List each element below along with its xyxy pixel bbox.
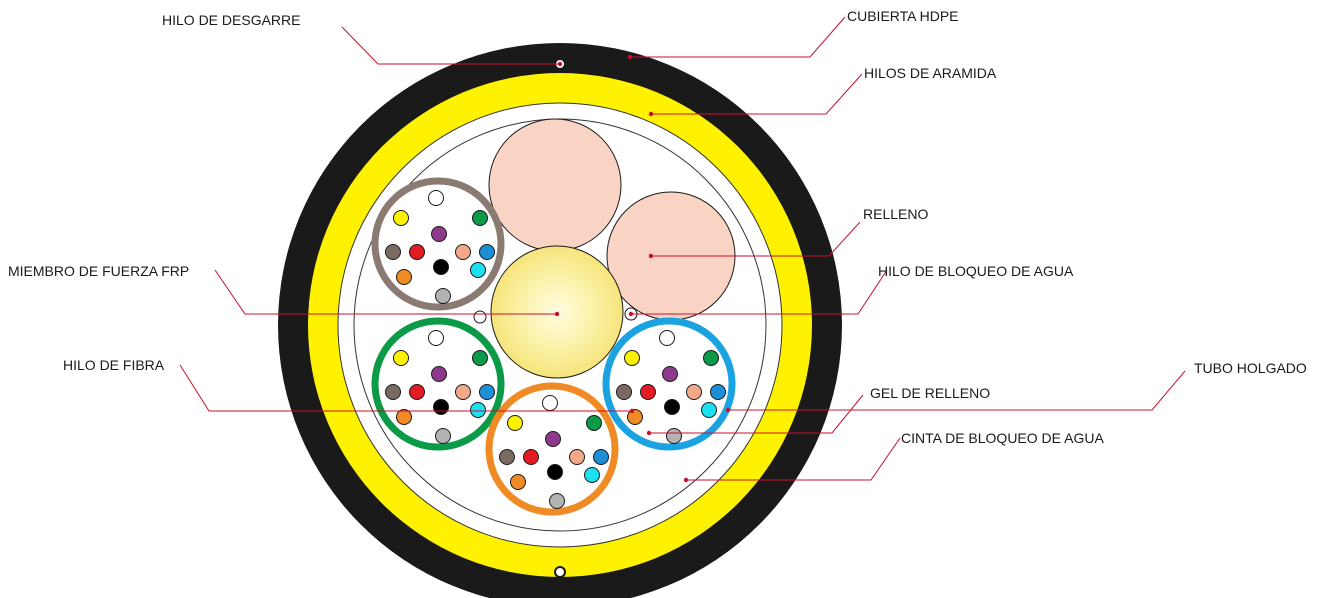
fiber-1 [428, 330, 444, 346]
label-loose-tube: TUBO HOLGADO [1194, 360, 1307, 376]
fiber-9 [547, 464, 563, 480]
dot-loose-tube [725, 407, 731, 413]
fiber-10 [627, 409, 643, 425]
label-rip-cord: HILO DE DESGARRE [162, 12, 300, 28]
leader-water-block-yarn [631, 269, 888, 315]
fiber-12 [435, 288, 451, 304]
fiber-11 [470, 402, 486, 418]
fiber-8 [479, 244, 495, 260]
leader-fiber [179, 364, 632, 412]
fiber-3 [586, 415, 602, 431]
leader-filler [651, 221, 861, 257]
fiber-7 [569, 449, 585, 465]
label-fiber: HILO DE FIBRA [63, 357, 165, 373]
rip-cord-bottom [554, 566, 566, 578]
fiber-3 [472, 350, 488, 366]
fiber-8 [593, 449, 609, 465]
label-hdpe-jacket: CUBIERTA HDPE [847, 8, 959, 24]
fiber-4 [431, 366, 447, 382]
label-water-block-yarn: HILO DE BLOQUEO DE AGUA [878, 263, 1074, 279]
fiber-6 [640, 384, 656, 400]
fiber-2 [624, 350, 640, 366]
fiber-4 [545, 431, 561, 447]
dot-aramid-yarn [648, 111, 654, 117]
fiber-6 [409, 244, 425, 260]
fiber-7 [455, 244, 471, 260]
fiber-5 [385, 384, 401, 400]
fiber-8 [710, 384, 726, 400]
fiber-4 [662, 366, 678, 382]
fiber-5 [499, 449, 515, 465]
dot-filler [648, 253, 654, 259]
fiber-9 [433, 259, 449, 275]
dot-fiber [629, 408, 635, 414]
fiber-3 [472, 210, 488, 226]
fiber-8 [479, 384, 495, 400]
leader-frp-member [214, 269, 557, 315]
fiber-10 [396, 409, 412, 425]
label-frp-member: MIEMBRO DE FUERZA FRP [8, 263, 189, 279]
fiber-1 [659, 330, 675, 346]
dot-water-block-tape [683, 477, 689, 483]
dot-rip-cord [557, 61, 563, 67]
label-aramid-yarn: HILOS DE ARAMIDA [864, 65, 997, 81]
fiber-5 [616, 384, 632, 400]
leader-rip-cord [341, 26, 560, 65]
loose-tubes-group [371, 177, 736, 516]
leader-aramid-yarn [651, 73, 863, 115]
fiber-1 [542, 395, 558, 411]
label-water-block-tape: CINTA DE BLOQUEO DE AGUA [901, 430, 1104, 446]
fiber-1 [428, 190, 444, 206]
water-block-yarn-left [473, 310, 487, 324]
leader-loose-tube [728, 370, 1186, 411]
fiber-11 [701, 402, 717, 418]
leader-lines [179, 16, 1186, 481]
filler-top [488, 118, 622, 252]
fiber-10 [396, 269, 412, 285]
fiber-9 [664, 399, 680, 415]
leader-dots [554, 54, 731, 483]
label-filler: RELLENO [863, 206, 928, 222]
fiber-12 [549, 493, 565, 509]
label-filling-gel: GEL DE RELLENO [870, 385, 990, 401]
dot-hdpe-jacket [627, 54, 633, 60]
fiber-6 [523, 449, 539, 465]
fiber-2 [393, 210, 409, 226]
fiber-9 [433, 399, 449, 415]
leader-hdpe-jacket [630, 16, 846, 58]
fiber-10 [510, 474, 526, 490]
dot-filling-gel [646, 430, 652, 436]
fiber-7 [686, 384, 702, 400]
fiber-11 [584, 467, 600, 483]
dot-water-block-yarn [628, 311, 634, 317]
fiber-6 [409, 384, 425, 400]
fiber-12 [435, 428, 451, 444]
leader-filling-gel [649, 394, 864, 434]
fiber-11 [470, 262, 486, 278]
fiber-2 [507, 415, 523, 431]
fiber-7 [455, 384, 471, 400]
fiber-12 [666, 428, 682, 444]
fiber-4 [431, 226, 447, 242]
fiber-2 [393, 350, 409, 366]
dot-frp-member [554, 311, 560, 317]
leader-water-block-tape [686, 437, 901, 481]
fiber-5 [385, 244, 401, 260]
fiber-3 [703, 350, 719, 366]
